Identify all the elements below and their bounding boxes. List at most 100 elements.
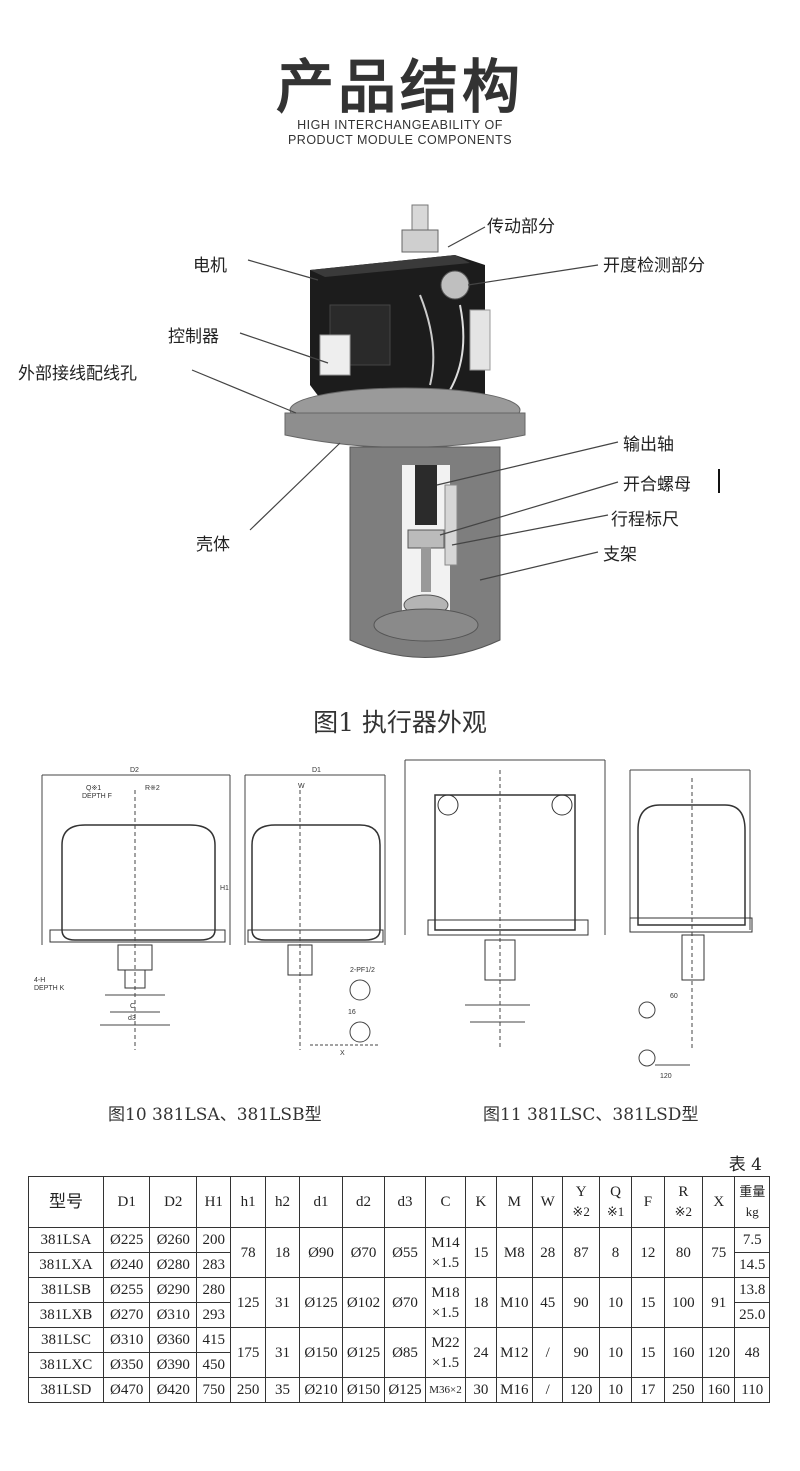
drawing-label-depth-k: DEPTH K: [34, 985, 65, 992]
table-cell: 15: [465, 1227, 497, 1278]
table-cell: 91: [702, 1277, 736, 1328]
callout-housing: 壳体: [196, 535, 230, 555]
table-cell: 381LXB: [28, 1302, 104, 1328]
header-R: R※2: [663, 1176, 704, 1228]
table-cell: Ø280: [149, 1252, 198, 1278]
drawing-label-h1: H1: [220, 885, 229, 892]
table-cell: 381LSB: [28, 1277, 104, 1303]
drawing-2: [244, 774, 386, 1050]
table-cell: Ø420: [149, 1377, 198, 1403]
drawing-label-pf: 2-PF1/2: [350, 967, 375, 974]
table-cell: 280: [196, 1277, 232, 1303]
table-cell: Ø240: [102, 1252, 151, 1278]
page-title: 产品结构: [275, 53, 524, 121]
header-Q: Q※1: [598, 1176, 633, 1228]
table-cell: 8: [598, 1227, 633, 1278]
callout-nut: 开合螺母: [623, 475, 691, 495]
table-cell: 30: [465, 1377, 497, 1403]
actuator-illustration: [191, 204, 720, 658]
header-h1: h1: [230, 1176, 266, 1228]
table-cell: 90: [562, 1327, 600, 1378]
header-d3: d3: [384, 1176, 426, 1228]
table-cell: Ø390: [149, 1352, 198, 1378]
header-d2: d2: [341, 1176, 386, 1228]
drawing-label-w: W: [298, 783, 305, 790]
drawing-label-d3: d3: [128, 1015, 136, 1022]
subtitle-line-2: PRODUCT MODULE COMPONENTS: [287, 133, 513, 147]
callout-stroke-scale: 行程标尺: [611, 510, 679, 530]
header-K: K: [465, 1176, 497, 1228]
table-cell: 25.0: [734, 1302, 770, 1328]
table-cell: Ø255: [102, 1277, 151, 1303]
table-cell: M14×1.5: [424, 1227, 467, 1278]
header-C: C: [424, 1176, 467, 1228]
spec-table: 型号 D1 D2 H1 h1 h2 d1 d2 d3 C K M W Y※2 Q…: [28, 1176, 770, 1403]
callout-output-shaft: 输出轴: [623, 435, 674, 455]
table-cell: 45: [532, 1277, 564, 1328]
header-Y: Y※2: [562, 1176, 600, 1228]
header-D1: D1: [102, 1176, 151, 1228]
figure11-caption: 图11 381LSC、381LSD型: [483, 1105, 699, 1125]
table-cell: 87: [562, 1227, 600, 1278]
table-cell: Ø290: [149, 1277, 198, 1303]
table-cell: 110: [734, 1377, 770, 1403]
table-cell: 18: [264, 1227, 301, 1278]
table-row: 381LXB Ø270 Ø310 293 25.0: [28, 1302, 770, 1328]
table-cell: 10: [598, 1327, 633, 1378]
table-cell: 18: [465, 1277, 497, 1328]
table-cell: M22×1.5: [424, 1327, 467, 1378]
table-cell: 283: [196, 1252, 232, 1278]
table-cell: Ø102: [341, 1277, 386, 1328]
table-cell: 15: [631, 1327, 665, 1378]
callout-position-detect: 开度检测部分: [603, 256, 705, 276]
table-cell: Ø125: [341, 1327, 386, 1378]
table-cell: /: [532, 1327, 564, 1378]
callout-bracket: 支架: [603, 545, 637, 565]
table-cell: 100: [663, 1277, 704, 1328]
header-F: F: [631, 1176, 665, 1228]
drawing-label-r2: R※2: [145, 785, 160, 792]
table-cell: 381LSC: [28, 1327, 104, 1353]
table-cell: 381LXC: [28, 1352, 104, 1378]
header-W: W: [532, 1176, 564, 1228]
table-cell: Ø125: [299, 1277, 343, 1328]
table-cell: 78: [230, 1227, 266, 1278]
table-cell: M12: [495, 1327, 534, 1378]
table-row: 381LSD Ø470 Ø420 750 250 35 Ø210 Ø150 Ø1…: [28, 1377, 770, 1403]
table-cell: M8: [495, 1227, 534, 1278]
drawing-label-120: 120: [660, 1073, 672, 1080]
table-cell: Ø85: [384, 1327, 426, 1378]
dimension-drawings: D2 Q※1 DEPTH F R※2 H1 4-H DEPTH K C d3 D…: [34, 759, 753, 1080]
table-cell: 381LSD: [28, 1377, 104, 1403]
header-model: 型号: [28, 1176, 104, 1228]
table-row: 381LSB Ø255 Ø290 280 125 31 Ø125 Ø102 Ø7…: [28, 1277, 770, 1328]
table-cell: M36×2: [424, 1377, 467, 1403]
table-cell: 35: [264, 1377, 301, 1403]
table-cell: Ø125: [384, 1377, 426, 1403]
table-label: 表 4: [728, 1155, 762, 1175]
table-cell: 48: [734, 1327, 770, 1378]
table-cell: 120: [702, 1327, 736, 1378]
table-cell: 17: [631, 1377, 665, 1403]
drawing-label-x: X: [340, 1050, 345, 1057]
table-cell: 160: [663, 1327, 704, 1378]
drawing-1: [41, 774, 231, 1050]
drawing-label-16: 16: [348, 1009, 356, 1016]
table-cell: 15: [631, 1277, 665, 1328]
figure10-caption: 图10 381LSA、381LSB型: [108, 1105, 322, 1125]
subtitle-line-1: HIGH INTERCHANGEABILITY OF: [297, 118, 503, 132]
callout-transmission: 传动部分: [487, 217, 555, 237]
table-cell: Ø90: [299, 1227, 343, 1278]
table-cell: 160: [702, 1377, 736, 1403]
table-cell: 31: [264, 1277, 301, 1328]
drawing-label-depth-f: DEPTH F: [82, 793, 112, 800]
header-H1: H1: [196, 1176, 232, 1228]
table-cell: Ø70: [384, 1277, 426, 1328]
table-cell: /: [532, 1377, 564, 1403]
table-cell: 415: [196, 1327, 232, 1353]
table-cell: Ø270: [102, 1302, 151, 1328]
header-M: M: [495, 1176, 534, 1228]
header-d1: d1: [299, 1176, 343, 1228]
table-cell: 175: [230, 1327, 266, 1378]
table-cell: 90: [562, 1277, 600, 1328]
